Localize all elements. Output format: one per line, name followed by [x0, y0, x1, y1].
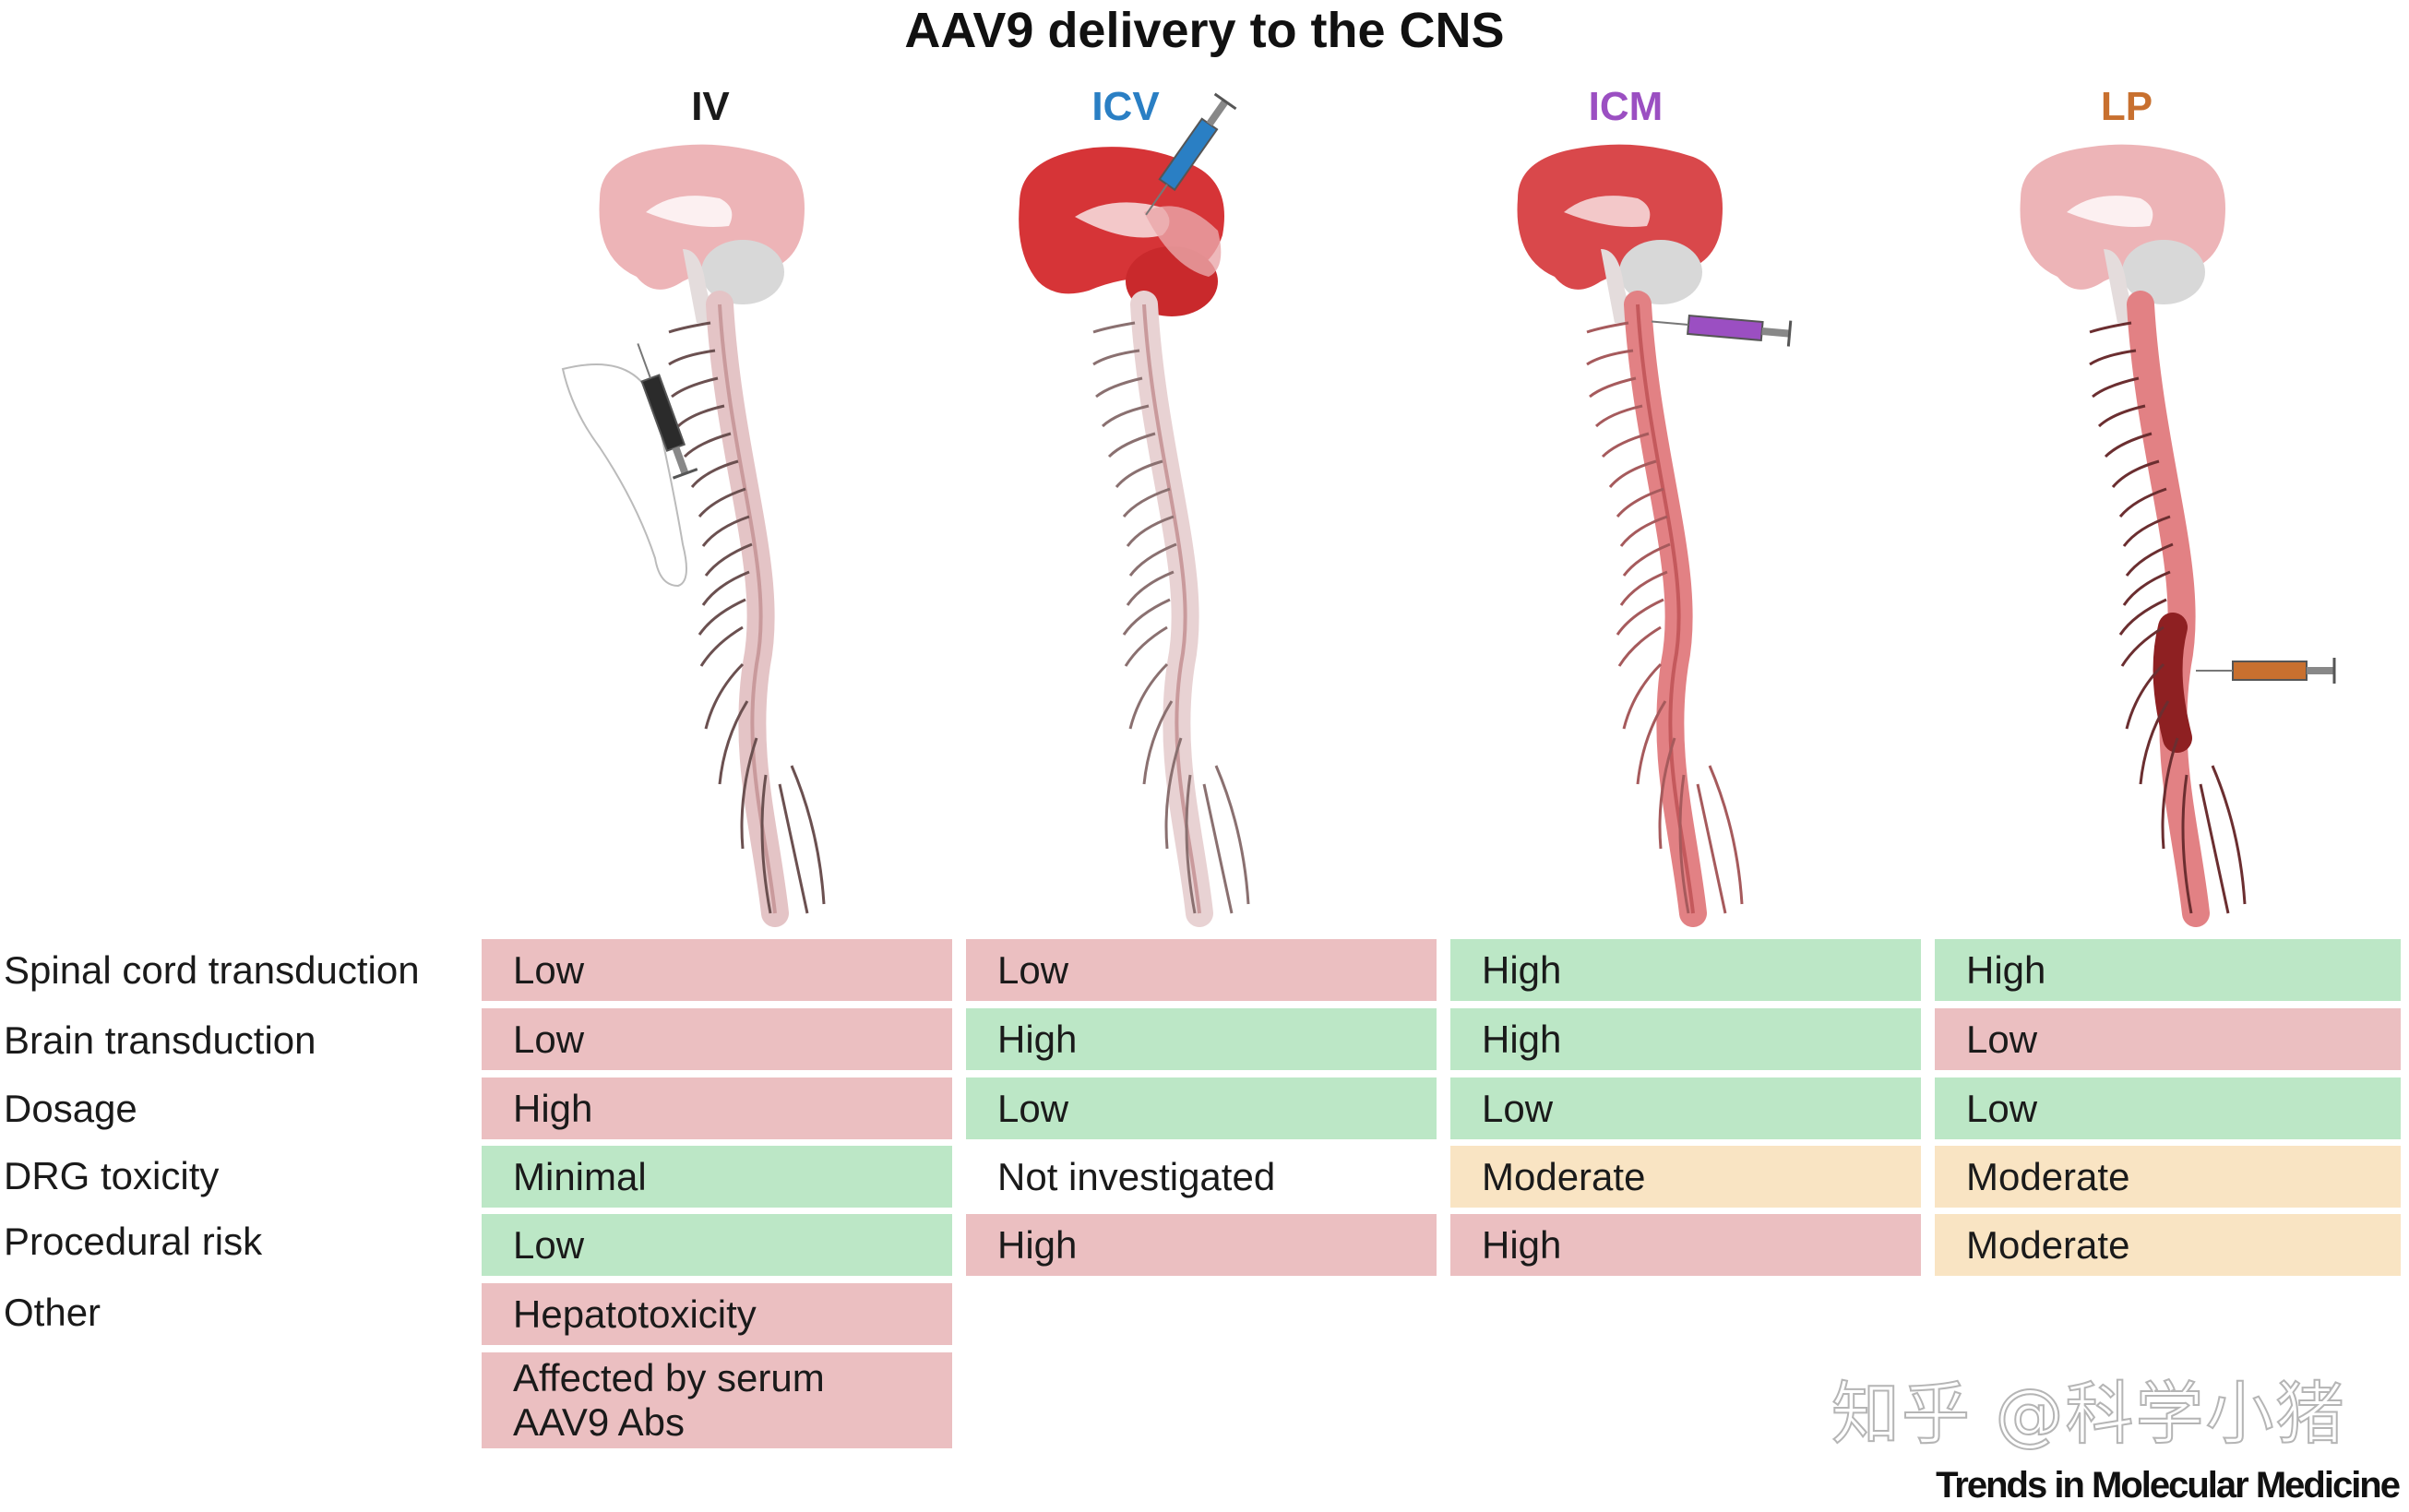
cell-lp-brain-transduction: Low	[1935, 1008, 2401, 1070]
iv-syringe-icon	[637, 343, 698, 480]
route-title-lp: LP	[2100, 84, 2153, 129]
row-label-dosage: Dosage	[4, 1087, 137, 1130]
cell-iv-other-serum-abs: Affected by serum AAV9 Abs	[482, 1352, 952, 1448]
cell-iv-drg-toxicity: Minimal	[482, 1146, 952, 1208]
icv-nerve-roots	[1092, 321, 1250, 914]
cell-icm-drg-toxicity: Moderate	[1450, 1146, 1921, 1208]
icm-nerve-roots	[1586, 321, 1744, 914]
iv-nerve-roots	[668, 321, 826, 914]
row-label-other: Other	[4, 1291, 101, 1334]
cell-iv-spinal-cord-transduction: Low	[482, 939, 952, 1001]
route-title-icm: ICM	[1588, 84, 1664, 129]
cell-lp-spinal-cord-transduction: High	[1935, 939, 2401, 1001]
lp-nerve-roots	[2089, 321, 2247, 914]
journal-credit: Trends in Molecular Medicine	[1936, 1465, 2401, 1506]
route-title-icv: ICV	[1091, 84, 1160, 129]
lp-illustration	[2020, 144, 2336, 927]
cell-icv-brain-transduction: High	[966, 1008, 1437, 1070]
cell-icv-drg-toxicity: Not investigated	[966, 1146, 1437, 1208]
icv-brain-icon	[1019, 147, 1224, 316]
cell-lp-procedural-risk: Moderate	[1935, 1214, 2401, 1276]
cell-icm-dosage: Low	[1450, 1077, 1921, 1139]
icv-syringe-icon	[1145, 92, 1237, 216]
cell-icv-dosage: Low	[966, 1077, 1437, 1139]
row-label-spinal-cord-transduction: Spinal cord transduction	[4, 948, 420, 992]
cell-icm-brain-transduction: High	[1450, 1008, 1921, 1070]
icm-syringe-icon	[1652, 314, 1793, 347]
route-title-iv: IV	[691, 84, 730, 129]
row-label-procedural-risk: Procedural risk	[4, 1220, 263, 1263]
cell-iv-dosage: High	[482, 1077, 952, 1139]
iv-brain-icon	[599, 144, 805, 323]
watermark-text: 知乎 @科学小猪	[1831, 1374, 2346, 1455]
cell-iv-other-hepatotoxicity: Hepatotoxicity	[482, 1283, 952, 1345]
cell-iv-brain-transduction: Low	[482, 1008, 952, 1070]
delivery-illustrations	[561, 92, 2336, 927]
cell-icm-spinal-cord-transduction: High	[1450, 939, 1921, 1001]
cell-icv-spinal-cord-transduction: Low	[966, 939, 1437, 1001]
icm-illustration	[1517, 144, 1793, 927]
lp-syringe-icon	[2196, 658, 2336, 684]
icv-illustration	[1019, 92, 1250, 927]
cell-lp-dosage: Low	[1935, 1077, 2401, 1139]
iv-illustration	[561, 144, 826, 927]
cell-iv-procedural-risk: Low	[482, 1214, 952, 1276]
icm-brain-icon	[1517, 144, 1723, 323]
figure-title: AAV9 delivery to the CNS	[904, 3, 1505, 58]
cell-icm-procedural-risk: High	[1450, 1214, 1921, 1276]
row-label-brain-transduction: Brain transduction	[4, 1018, 316, 1062]
row-label-drg-toxicity: DRG toxicity	[4, 1154, 220, 1197]
lp-brain-icon	[2020, 144, 2225, 323]
cell-icv-procedural-risk: High	[966, 1214, 1437, 1276]
cell-lp-drg-toxicity: Moderate	[1935, 1146, 2401, 1208]
